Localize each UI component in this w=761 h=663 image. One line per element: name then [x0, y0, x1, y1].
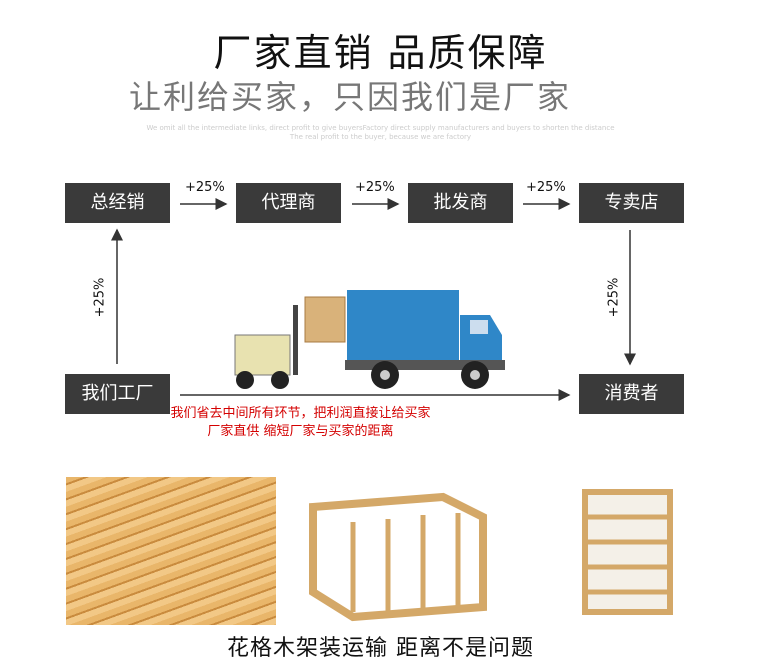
markup-1: +25% — [185, 180, 225, 195]
pallet-crate-photo — [530, 477, 730, 625]
crate-photo — [293, 477, 503, 625]
node-factory: 我们工厂 — [65, 374, 170, 414]
node-wholesaler: 批发商 — [408, 183, 513, 223]
slogan-line-1: 我们省去中间所有环节，把利润直接让给买家 — [170, 406, 431, 421]
truck-forklift-illustration — [234, 290, 505, 389]
lumber-photo — [66, 477, 276, 625]
node-distributor: 总经销 — [65, 183, 170, 223]
markup-3: +25% — [526, 180, 566, 195]
slogan-line-2: 厂家直供 缩短厂家与买家的距离 — [207, 424, 394, 439]
main-title: 厂家直销 品质保障 — [213, 31, 548, 75]
node-consumer: 消费者 — [579, 374, 684, 414]
node-agent: 代理商 — [236, 183, 341, 223]
markup-2: +25% — [355, 180, 395, 195]
node-store: 专卖店 — [579, 183, 684, 223]
english-text-1: We omit all the intermediate links, dire… — [146, 124, 615, 132]
subtitle: 让利给买家，只因我们是厂家 — [128, 78, 571, 116]
english-text-2: The real profit to the buyer, because we… — [289, 133, 472, 141]
caption: 花格木架装运输 距离不是问题 — [227, 636, 534, 661]
